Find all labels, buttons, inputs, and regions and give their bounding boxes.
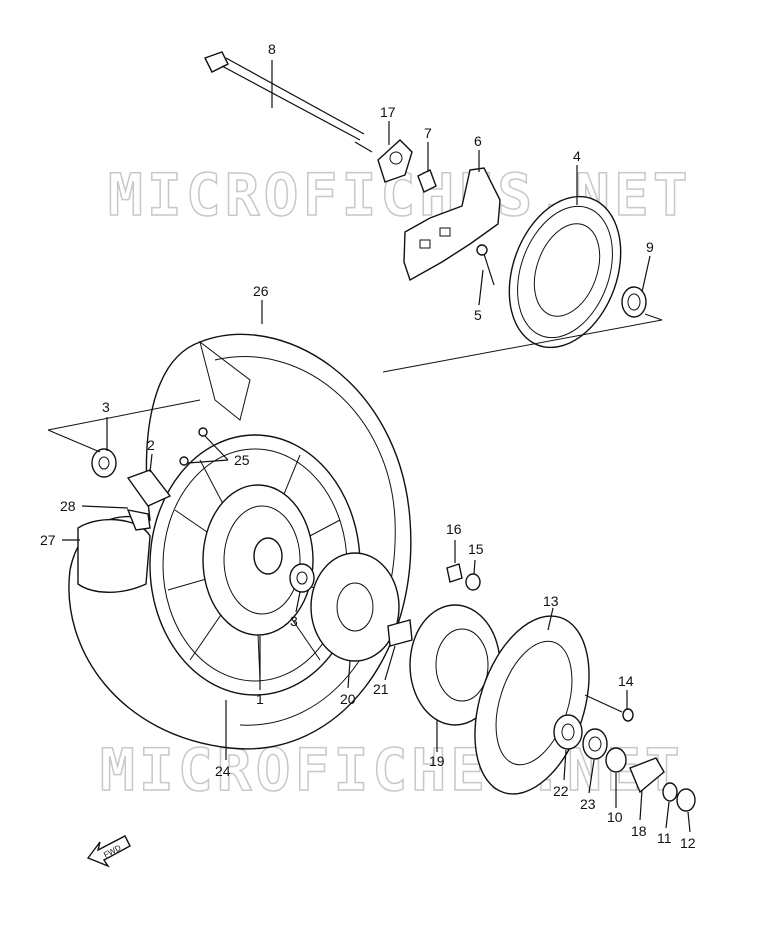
- sprocket-bolt: [584, 694, 634, 722]
- callout-28: 28: [60, 498, 76, 514]
- oil-seal: [582, 728, 608, 760]
- callout-2: 2: [147, 437, 155, 453]
- callout-10: 10: [607, 809, 623, 825]
- callout-18: 18: [631, 823, 647, 839]
- callout-25: 25: [234, 452, 250, 468]
- callout-12: 12: [680, 835, 696, 851]
- wheel-hub: [202, 484, 314, 636]
- bearing-right: [289, 563, 315, 593]
- callout-21: 21: [373, 681, 389, 697]
- axle: [204, 51, 373, 153]
- callout-27: 27: [40, 532, 56, 548]
- callout-4: 4: [573, 148, 581, 164]
- spacer: [417, 169, 437, 193]
- collar-right: [605, 747, 627, 773]
- callout-5: 5: [474, 307, 482, 323]
- callout-24: 24: [215, 763, 231, 779]
- callout-17: 17: [380, 104, 396, 120]
- hub-spacer: [126, 469, 172, 507]
- bolt: [476, 244, 495, 286]
- callout-6: 6: [474, 133, 482, 149]
- callout-11: 11: [657, 830, 672, 846]
- adjuster-plate: [377, 139, 413, 183]
- washer: [662, 782, 678, 802]
- assembly-lines: [47, 313, 663, 453]
- carrier-bearing: [553, 714, 583, 750]
- rim-band: [77, 518, 151, 593]
- callout-23: 23: [580, 796, 596, 812]
- callout-1: 1: [256, 691, 264, 707]
- brake-disc: [508, 195, 622, 349]
- callout-22: 22: [553, 783, 569, 799]
- callout-16: 16: [446, 521, 462, 537]
- callout-labels: 8 17 7 6 4 9 5 26 3 2 25 28 27 3 1 24 20…: [40, 41, 696, 851]
- spoke-nipples: [179, 427, 208, 466]
- callout-13: 13: [543, 593, 559, 609]
- callout-26: 26: [253, 283, 269, 299]
- callout-20: 20: [340, 691, 356, 707]
- rear-sprocket: [474, 615, 590, 795]
- caliper-bracket: [403, 167, 501, 282]
- callout-7: 7: [424, 125, 432, 141]
- hub-damper: [310, 552, 400, 662]
- nut-right: [676, 788, 696, 812]
- collar: [387, 619, 413, 647]
- callout-15: 15: [468, 541, 484, 557]
- rim-clip: [126, 509, 151, 531]
- callout-8: 8: [268, 41, 276, 57]
- callout-3-right: 3: [290, 613, 298, 629]
- callout-19: 19: [429, 753, 445, 769]
- carrier-bolt: [446, 563, 463, 583]
- callout-9: 9: [646, 239, 654, 255]
- forward-arrow-icon: FWD: [86, 835, 131, 868]
- chain-adjuster-right: [629, 757, 665, 794]
- bearing-left: [91, 448, 117, 478]
- axle-nut: [621, 286, 647, 318]
- callout-3-left: 3: [102, 399, 110, 415]
- carrier-washer: [465, 573, 481, 591]
- callout-14: 14: [618, 673, 634, 689]
- leader-lines: [62, 60, 691, 833]
